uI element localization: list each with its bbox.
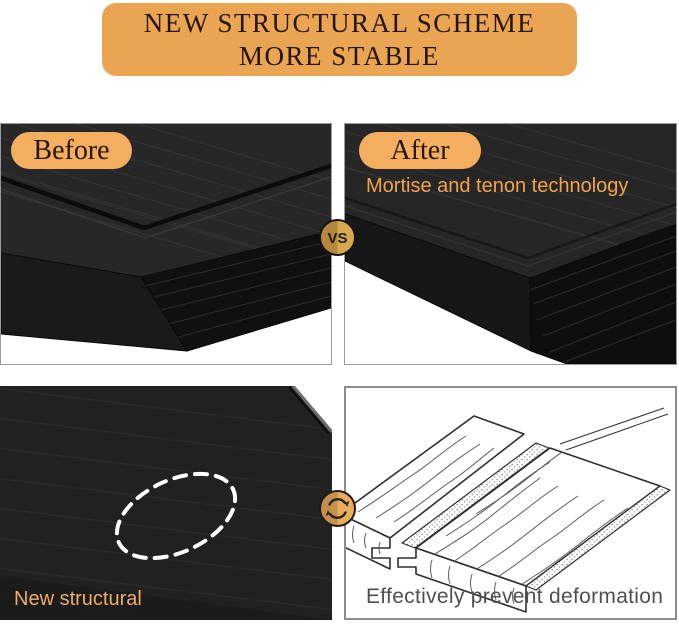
- before-photo: [1, 124, 331, 364]
- before-label-pill: Before: [11, 132, 132, 169]
- banner: NEW STRUCTURAL SCHEME MORE STABLE: [102, 3, 577, 76]
- rotate-icon-circle: [319, 490, 356, 527]
- vs-badge-circle: VS: [319, 219, 356, 256]
- banner-line-1: NEW STRUCTURAL SCHEME: [143, 7, 536, 38]
- diagram-panel: Effectively prevent deformation: [344, 386, 677, 620]
- after-panel: After Mortise and tenon technology: [344, 123, 677, 365]
- tongue-groove-diagram: [346, 388, 675, 618]
- after-label: After: [390, 134, 450, 166]
- rotate-arrows-icon: [318, 489, 357, 528]
- new-structural-panel: New structural: [0, 386, 332, 620]
- after-caption: Mortise and tenon technology: [366, 175, 629, 197]
- after-label-pill: After: [359, 132, 481, 169]
- new-structural-caption: New structural: [14, 588, 142, 610]
- vs-badge: VS: [318, 218, 357, 257]
- dashed-ellipse-highlight: [114, 471, 238, 561]
- vs-label: VS: [327, 230, 347, 247]
- before-panel: Before: [0, 123, 332, 365]
- before-label: Before: [33, 134, 110, 166]
- banner-line-2: MORE STABLE: [238, 40, 441, 71]
- diagram-caption: Effectively prevent deformation: [366, 585, 664, 608]
- new-structural-photo: [0, 386, 332, 620]
